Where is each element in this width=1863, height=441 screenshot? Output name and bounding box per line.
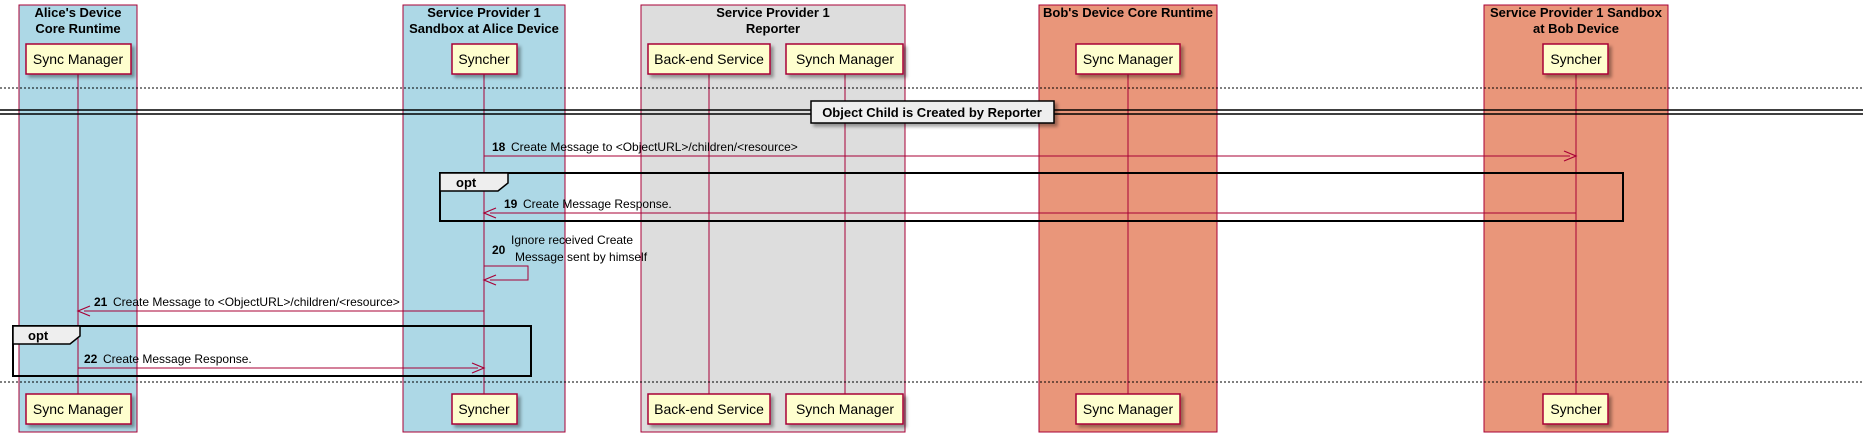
- message-20-arrowhead: [482, 274, 497, 286]
- message-21: 21 Create Message to <ObjectURL>/childre…: [76, 295, 484, 317]
- opt-frame-2-border: [12, 325, 532, 377]
- participant-label: Sync Manager: [1083, 401, 1174, 417]
- opt-frame-1: opt: [439, 172, 1624, 222]
- participant-sp1a-syncher-top: Syncher: [451, 43, 518, 75]
- message-22: 22 Create Message Response.: [78, 352, 486, 374]
- participant-box: [647, 393, 771, 425]
- message-18-label: Create Message to <ObjectURL>/children/<…: [511, 140, 798, 154]
- participant-box: [1075, 43, 1181, 75]
- box-bob-title-line-1: Bob's Device Core Runtime: [1043, 5, 1213, 20]
- message-20-number: 20: [492, 243, 506, 257]
- participant-backend-service-bottom: Back-end Service: [647, 393, 771, 425]
- participant-sp1b-syncher-bottom: Syncher: [1542, 393, 1609, 425]
- box-sp1-reporter: Service Provider 1 Reporter: [640, 4, 906, 433]
- box-sp1-reporter-bg: [640, 4, 906, 433]
- participant-label: Syncher: [458, 401, 510, 417]
- box-sp1a-title-line-2: Sandbox at Alice Device: [409, 21, 559, 36]
- participant-label: Syncher: [1550, 401, 1602, 417]
- participant-label: Back-end Service: [654, 51, 764, 67]
- participant-reporter-synch-manager-top: Synch Manager: [785, 43, 904, 75]
- box-sp1a-title-line-1: Service Provider 1: [427, 5, 540, 20]
- participant-heads-bottom: Sync Manager Syncher Back-end Service Sy…: [25, 393, 1609, 425]
- message-19-number: 19: [504, 197, 518, 211]
- message-18-number: 18: [492, 140, 506, 154]
- participant-box: [1075, 393, 1181, 425]
- opt-frame-1-border: [439, 172, 1624, 222]
- participant-backend-service-top: Back-end Service: [647, 43, 771, 75]
- participant-sp1a-syncher-bottom: Syncher: [451, 393, 518, 425]
- participant-label: Sync Manager: [33, 401, 124, 417]
- participant-label: Sync Manager: [33, 51, 124, 67]
- message-19-label: Create Message Response.: [523, 197, 672, 211]
- box-sp1b-title-line-2: at Bob Device: [1533, 21, 1619, 36]
- message-19-arrowhead: [482, 207, 497, 219]
- box-rep-title-line-2: Reporter: [746, 21, 800, 36]
- message-20-label-line-2: Message sent by himself: [515, 250, 648, 264]
- participant-label: Syncher: [1550, 51, 1602, 67]
- divider-label: Object Child is Created by Reporter: [822, 105, 1042, 120]
- participant-label: Synch Manager: [796, 51, 894, 67]
- message-22-arrowhead: [471, 362, 486, 374]
- box-rep-title-line-1: Service Provider 1: [716, 5, 829, 20]
- message-20: 20 Ignore received Create Message sent b…: [482, 233, 648, 286]
- message-21-number: 21: [94, 295, 108, 309]
- participant-sp1b-syncher-top: Syncher: [1542, 43, 1609, 75]
- message-19: 19 Create Message Response.: [482, 197, 1576, 219]
- divider-label-box: [810, 100, 1055, 124]
- message-20-arrow-line: [484, 265, 529, 281]
- participant-box: [785, 393, 904, 425]
- participant-label: Back-end Service: [654, 401, 764, 417]
- participant-heads-top: Sync Manager Syncher Back-end Service Sy…: [25, 43, 1609, 75]
- message-21-label: Create Message to <ObjectURL>/children/<…: [113, 295, 400, 309]
- lifelines: [77, 72, 1577, 394]
- opt-frame-1-tab: [439, 172, 509, 192]
- message-22-label: Create Message Response.: [103, 352, 252, 366]
- participant-box: [647, 43, 771, 75]
- divider: Object Child is Created by Reporter: [0, 100, 1863, 124]
- participant-box: [25, 393, 132, 425]
- participant-box: [1542, 43, 1609, 75]
- box-sp1b-title-line-1: Service Provider 1 Sandbox: [1490, 5, 1663, 20]
- opt-frame-2-label: opt: [28, 328, 49, 343]
- message-20-label-line-1: Ignore received Create: [511, 233, 633, 247]
- box-alice-title-line-2: Core Runtime: [35, 21, 120, 36]
- message-21-arrowhead: [76, 305, 91, 317]
- participant-label: Synch Manager: [796, 401, 894, 417]
- opt-frame-2-tab: [12, 325, 81, 345]
- participant-label: Syncher: [458, 51, 510, 67]
- participant-box: [1542, 393, 1609, 425]
- message-18: 18 Create Message to <ObjectURL>/childre…: [484, 140, 1578, 162]
- participant-box: [25, 43, 132, 75]
- participant-alice-sync-manager-top: Sync Manager: [25, 43, 132, 75]
- message-18-arrowhead: [1563, 150, 1578, 162]
- participant-alice-sync-manager-bottom: Sync Manager: [25, 393, 132, 425]
- participant-label: Sync Manager: [1083, 51, 1174, 67]
- opt-frame-1-label: opt: [456, 175, 477, 190]
- participant-bob-sync-manager-bottom: Sync Manager: [1075, 393, 1181, 425]
- participant-box: [785, 43, 904, 75]
- opt-frame-2: opt: [12, 325, 532, 377]
- participant-box: [451, 393, 518, 425]
- box-alice-title-line-1: Alice's Device: [35, 5, 122, 20]
- participant-reporter-synch-manager-bottom: Synch Manager: [785, 393, 904, 425]
- message-22-number: 22: [84, 352, 98, 366]
- participant-box: [451, 43, 518, 75]
- participant-bob-sync-manager-top: Sync Manager: [1075, 43, 1181, 75]
